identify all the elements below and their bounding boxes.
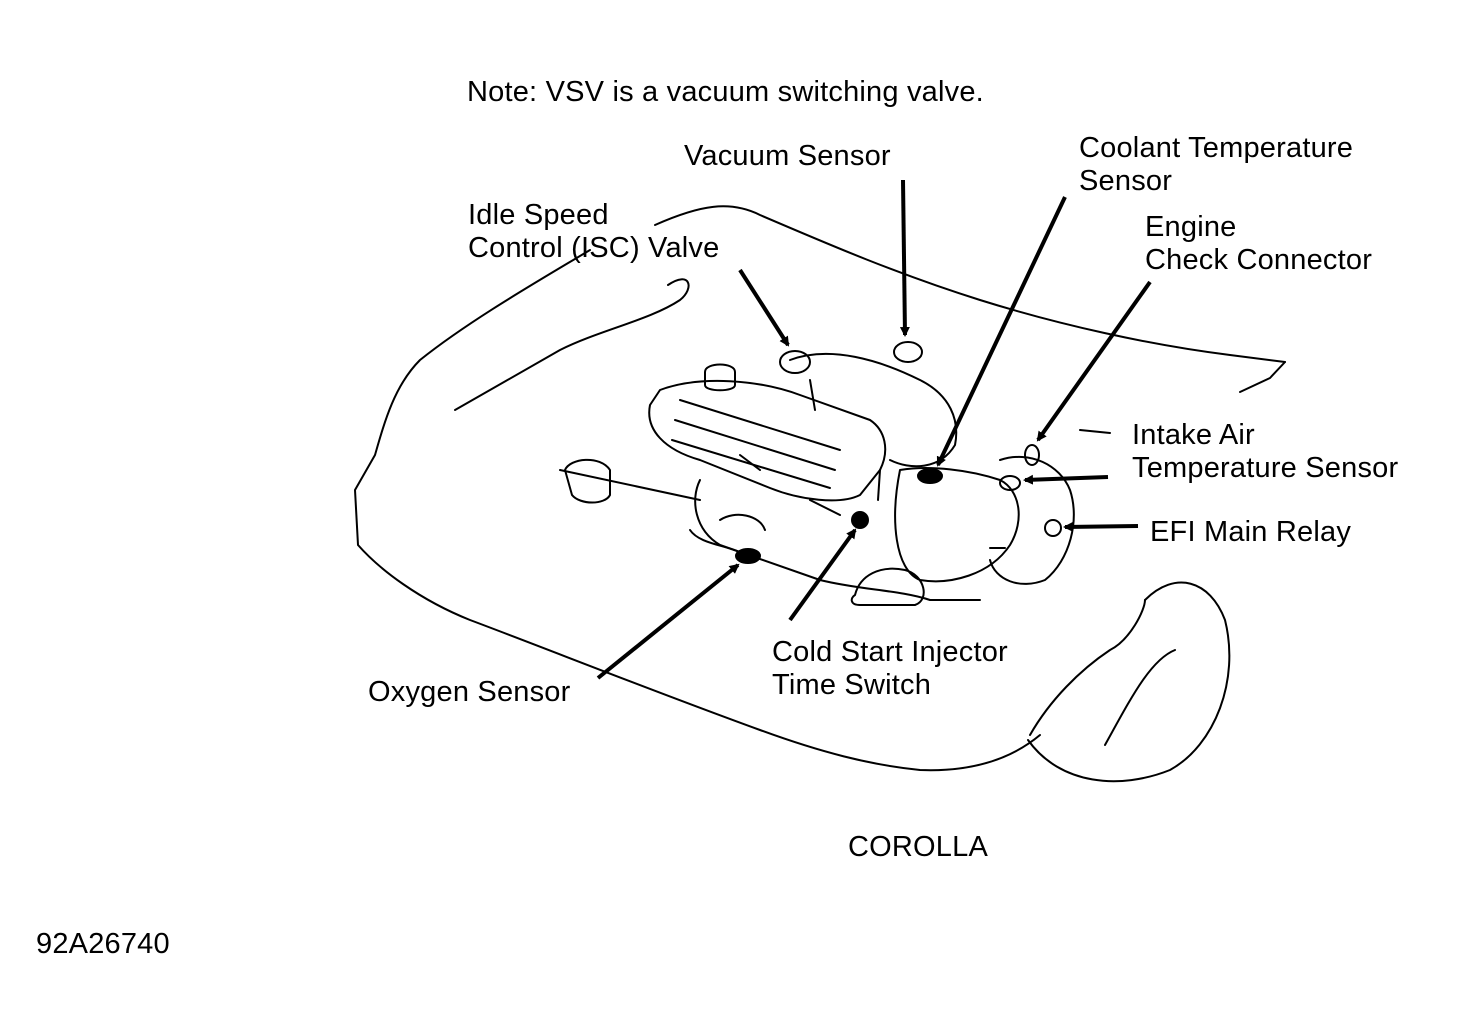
efi-relay-part <box>1044 519 1062 537</box>
air-cleaner <box>989 455 1075 585</box>
label-oxygen-sensor: Oxygen Sensor <box>368 676 571 709</box>
cold-start-switch-part <box>851 511 869 529</box>
cold-start-line-2: Time Switch <box>772 669 932 701</box>
vacuum-sensor-part <box>893 341 923 363</box>
throttle-body <box>894 467 1020 583</box>
engine-check-arrow <box>1036 280 1152 442</box>
figure-id: 92A26740 <box>36 928 170 960</box>
intake-air-line-1: Intake Air <box>1132 419 1255 451</box>
valve-cover-ribs <box>671 399 841 489</box>
intake-air-line-2: Temperature Sensor <box>1132 452 1399 484</box>
valve-cover <box>648 379 887 502</box>
intake-manifold <box>789 352 958 468</box>
lower-crossmember <box>559 469 925 606</box>
cold-start-line-1: Cold Start Injector <box>772 636 1008 668</box>
coolant-sensor-arrow <box>936 196 1067 467</box>
label-coolant-temperature-sensor: Coolant Temperature Sensor <box>1079 132 1353 198</box>
engine-check-connector-part <box>1024 444 1040 466</box>
coolant-sensor-part <box>917 468 943 484</box>
isc-valve-part <box>779 350 811 374</box>
intake-air-arrow <box>1023 474 1109 485</box>
oxygen-sensor-arrow <box>596 563 740 680</box>
coolant-sensor-line-2: Sensor <box>1079 165 1173 197</box>
left-fender-outline <box>354 249 1041 772</box>
oxygen-sensor-part <box>735 548 761 564</box>
vacuum-sensor-arrow <box>899 179 910 337</box>
front-wheel <box>1027 581 1231 783</box>
label-efi-main-relay: EFI Main Relay <box>1150 516 1351 549</box>
coolant-sensor-line-1: Coolant Temperature <box>1079 132 1354 164</box>
wheel-hub-arc <box>1104 649 1176 746</box>
cold-start-arrow <box>788 528 857 622</box>
intake-air-sensor-part <box>999 475 1021 491</box>
label-engine-check-connector: Engine Check Connector <box>1145 211 1372 277</box>
efi-relay-arrow <box>1063 521 1139 532</box>
label-vacuum-sensor: Vacuum Sensor <box>684 140 891 173</box>
label-isc-valve: Idle Speed Control (ISC) Valve <box>468 199 719 265</box>
firewall-line <box>809 379 1111 434</box>
hood-edge-line <box>1239 361 1286 393</box>
inner-fender-line <box>454 278 690 411</box>
label-intake-air-temperature-sensor: Intake Air Temperature Sensor <box>1132 419 1398 485</box>
model-caption: COROLLA <box>848 831 988 863</box>
oxygen-sensor-line-1: Oxygen Sensor <box>368 676 571 708</box>
engine-detail-lines <box>719 454 1006 549</box>
isc-valve-line-1: Idle Speed <box>468 199 609 231</box>
efi-relay-line-1: EFI Main Relay <box>1150 516 1352 548</box>
label-cold-start-injector-time-switch: Cold Start Injector Time Switch <box>772 636 1008 702</box>
note-text: Note: VSV is a vacuum switching valve. <box>467 76 984 108</box>
isc-valve-arrow <box>738 268 790 347</box>
bumper-right <box>1029 599 1146 736</box>
engine-check-line-1: Engine <box>1145 211 1237 243</box>
engine-check-line-2: Check Connector <box>1145 244 1373 276</box>
isc-valve-line-2: Control (ISC) Valve <box>468 232 720 264</box>
left-mount <box>564 458 611 504</box>
vacuum-sensor-line-1: Vacuum Sensor <box>684 140 891 172</box>
hood-outline <box>654 205 1286 363</box>
oil-filler-cap <box>704 363 736 392</box>
